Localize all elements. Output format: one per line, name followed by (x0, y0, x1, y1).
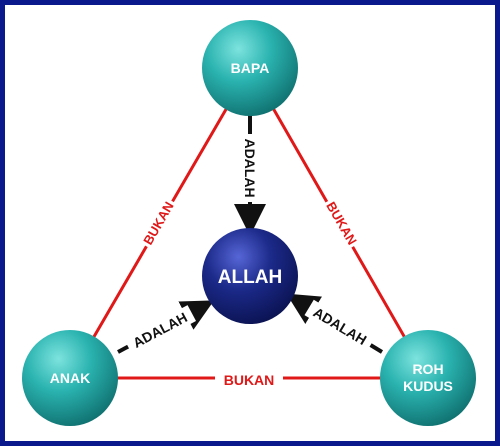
edge-label-bapa-roh-kudus: BUKAN (323, 199, 359, 247)
edge-label-bapa-anak: BUKAN (140, 199, 176, 247)
node-roh-kudus: ROH KUDUS (380, 330, 476, 426)
arrow-label-roh-kudus-allah: ADALAH (311, 304, 370, 348)
node-anak: ANAK (22, 330, 118, 426)
node-roh-kudus-label-line1: ROH (412, 361, 443, 377)
arrow-label-anak-allah: ADALAH (130, 309, 190, 351)
node-bapa: BAPA (202, 20, 298, 116)
node-anak-label: ANAK (50, 370, 90, 386)
edge-label-anak-roh-kudus: BUKAN (224, 372, 275, 388)
node-bapa-label: BAPA (231, 60, 270, 76)
node-allah: ALLAH (202, 228, 298, 324)
node-allah-label: ALLAH (218, 267, 282, 288)
arrow-label-bapa-allah: ADALAH (242, 138, 258, 197)
node-roh-kudus-label-line2: KUDUS (403, 378, 453, 394)
